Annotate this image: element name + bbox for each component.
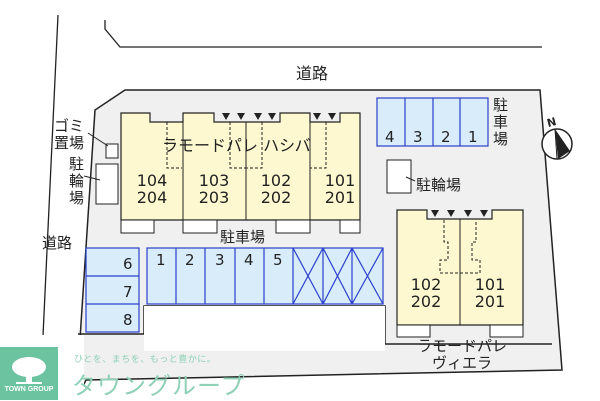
parking-right: [376, 97, 489, 147]
parking-left: [85, 247, 140, 333]
parking-space-c4: 4: [244, 251, 254, 269]
road-top-label: 道路: [296, 64, 329, 83]
building-second: [396, 209, 524, 338]
building-second-name: ラモードパレ ヴィエラ: [416, 337, 507, 372]
building-main: [120, 112, 361, 234]
tree-icon: [12, 357, 46, 384]
bike-parking-left: [95, 163, 119, 205]
parking-space-c5: 5: [273, 251, 283, 269]
compass-icon: [541, 128, 573, 160]
garbage-label: ゴミ 置場: [54, 117, 85, 152]
logo-brand: タウングループ: [72, 372, 246, 400]
bike-parking-right: [386, 159, 412, 194]
bike-right-label: 駐輪場: [416, 176, 462, 194]
town-group-logo: [0, 347, 58, 400]
logo-tagline: ひとを、まちを、もっと豊かに。: [74, 355, 217, 365]
parking-center-label: 駐車場: [220, 228, 266, 246]
parking-space-r4: 4: [385, 128, 395, 146]
parking-space-r2: 2: [441, 128, 451, 146]
parking-space-c2: 2: [185, 251, 195, 269]
parking-space-l6: 6: [123, 255, 133, 273]
building-main-name: ラモードパレ ハシバ: [162, 136, 311, 155]
parking-center: [146, 247, 384, 305]
parking-space-r3: 3: [413, 128, 423, 146]
parking-space-c3: 3: [215, 251, 225, 269]
road-top-edge: [104, 20, 542, 48]
parking-space-l7: 7: [123, 283, 133, 301]
parking-right-label: 駐車場: [493, 96, 509, 148]
parking-space-l8: 8: [123, 311, 133, 329]
road-left-label: 道路: [42, 234, 73, 252]
parking-space-c1: 1: [156, 251, 166, 269]
logo-caption: TOWN GROUP: [4, 386, 54, 393]
bike-left-label: 駐 輪 場: [69, 155, 85, 207]
garbage-area: [105, 143, 119, 159]
parking-space-r1: 1: [468, 128, 478, 146]
